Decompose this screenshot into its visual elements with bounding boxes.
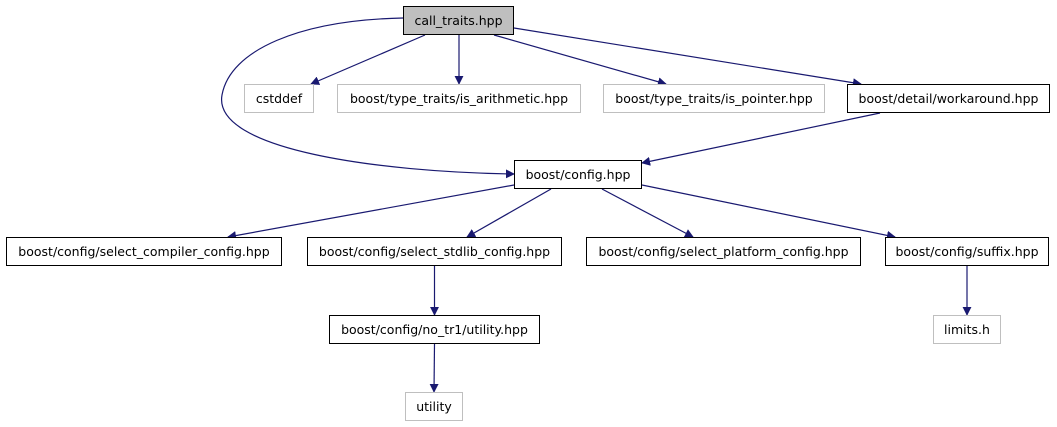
edge-call-traits-to-workaround [513, 27, 862, 88]
node-limits-h: limits.h [933, 315, 1001, 344]
node-utility: utility [405, 392, 463, 421]
edge-call-traits-to-cstddef [310, 34, 426, 85]
edge-no-tr1-utility-to-utility [429, 343, 439, 393]
node-suffix-hpp[interactable]: boost/config/suffix.hpp [885, 237, 1049, 266]
node-is-arithmetic-hpp: boost/type_traits/is_arithmetic.hpp [337, 84, 581, 113]
node-select-platform-config-hpp[interactable]: boost/config/select_platform_config.hpp [586, 237, 861, 266]
edge-call-traits-to-config [221, 17, 515, 179]
node-no-tr1-utility-hpp[interactable]: boost/config/no_tr1/utility.hpp [329, 315, 540, 344]
node-cstddef: cstddef [244, 84, 314, 113]
edge-config-to-select-platform [601, 188, 694, 238]
edge-workaround-to-config [641, 112, 881, 166]
edge-call-traits-to-is-pointer [493, 34, 667, 87]
edge-config-to-select-compiler [227, 184, 515, 240]
node-call-traits-hpp[interactable]: call_traits.hpp [403, 6, 514, 35]
node-config-hpp[interactable]: boost/config.hpp [514, 160, 642, 189]
node-select-compiler-config-hpp[interactable]: boost/config/select_compiler_config.hpp [6, 237, 282, 266]
node-is-pointer-hpp: boost/type_traits/is_pointer.hpp [603, 84, 825, 113]
node-select-stdlib-config-hpp[interactable]: boost/config/select_stdlib_config.hpp [307, 237, 562, 266]
edge-config-to-suffix [641, 184, 896, 240]
edge-config-to-select-stdlib [466, 188, 552, 238]
node-workaround-hpp[interactable]: boost/detail/workaround.hpp [847, 84, 1050, 113]
